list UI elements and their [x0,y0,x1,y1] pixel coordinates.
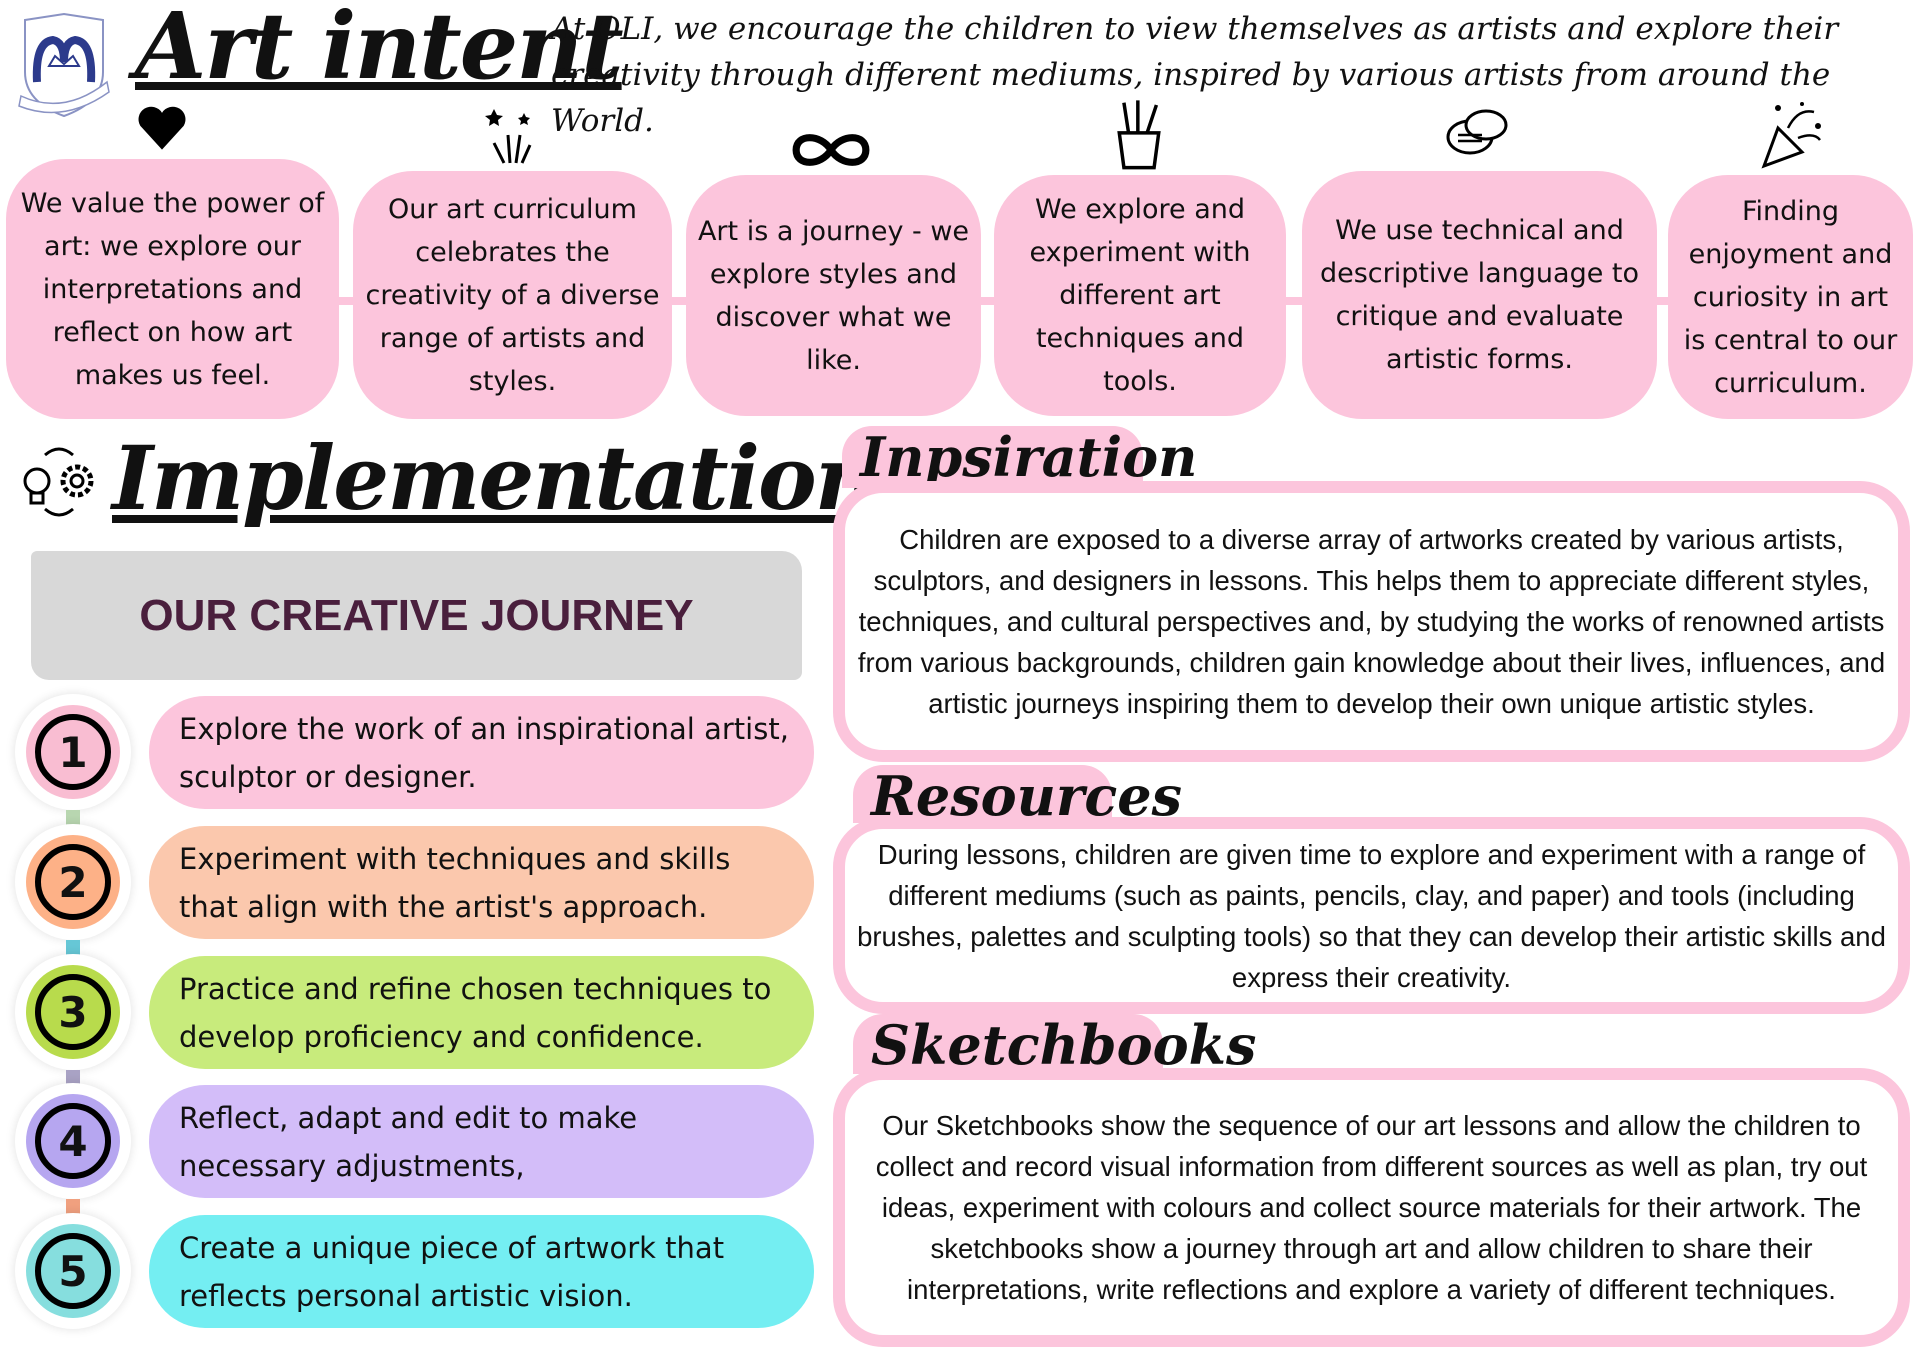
infinity-icon [792,134,870,166]
step-circle: 5 [26,1224,120,1318]
value-box: Finding enjoyment and curiosity in art i… [1668,175,1913,419]
connector [975,297,1001,305]
connector [665,297,693,305]
step-number-badge: 2 [15,824,131,940]
step-text: Create a unique piece of artwork that re… [149,1215,814,1328]
step-text: Practice and refine chosen techniques to… [149,956,814,1069]
step-connector [66,1199,80,1215]
step-number: 4 [35,1103,111,1179]
heart-icon [138,106,186,150]
step-connector [66,940,80,956]
step-connector [66,1070,80,1086]
step-circle: 3 [26,965,120,1059]
section-tab-sketchbooks: Sketchbooks [853,1014,1256,1076]
step-text: Explore the work of an inspirational art… [149,696,814,809]
connector [1650,297,1674,305]
step-number: 5 [35,1233,111,1309]
lightbulb-gear-icon [23,447,94,517]
step-number: 2 [35,844,111,920]
step-text: Reflect, adapt and edit to make necessar… [149,1085,814,1198]
value-box: We use technical and descriptive languag… [1302,171,1657,419]
pencil-cup-icon [1117,100,1161,170]
fireworks-icon [485,109,532,164]
school-crest-logo [18,12,110,118]
section-tab-resources: Resources [853,765,1182,827]
step-circle: 1 [26,705,120,799]
sketchbooks-panel: Our Sketchbooks show the sequence of our… [833,1068,1910,1347]
step-number-badge: 4 [15,1083,131,1199]
resources-panel: During lessons, children are given time … [833,817,1910,1014]
section-tab-inspiration: Inpsiration [842,426,1197,488]
connector [330,297,360,305]
step-number-badge: 1 [15,694,131,810]
step-number-badge: 5 [15,1213,131,1329]
speech-bubbles-icon [1446,109,1508,155]
step-number: 3 [35,974,111,1050]
inspiration-panel: Children are exposed to a diverse array … [833,481,1910,762]
value-box: We explore and experiment with different… [994,175,1286,416]
party-popper-icon [1761,102,1821,169]
creative-journey-banner: OUR CREATIVE JOURNEY [31,551,802,680]
step-text: Experiment with techniques and skills th… [149,826,814,939]
step-circle: 2 [26,835,120,929]
connector [1280,297,1308,305]
step-number-badge: 3 [15,954,131,1070]
value-box: We value the power of art: we explore ou… [6,159,339,419]
value-box: Art is a journey - we explore styles and… [686,175,981,416]
step-circle: 4 [26,1094,120,1188]
value-box: Our art curriculum celebrates the creati… [353,171,672,419]
page-title: Art intent [135,0,624,100]
implementation-title: Implementation [112,426,879,530]
step-connector [66,810,80,826]
step-number: 1 [35,714,111,790]
intent-description: At OLI, we encourage the children to vie… [551,11,1839,139]
